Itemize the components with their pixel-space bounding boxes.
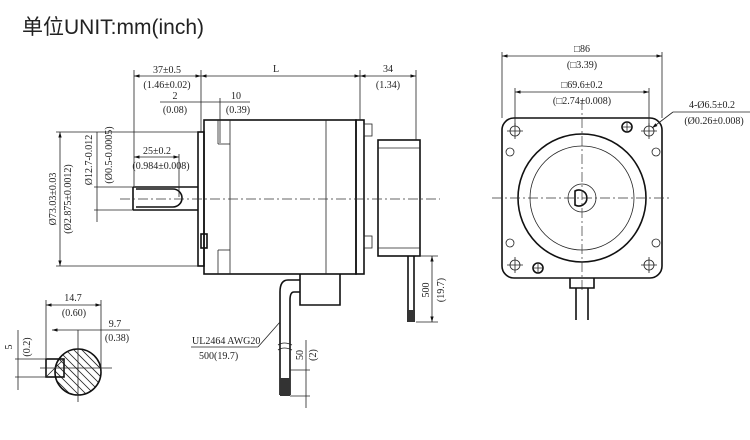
dim-flat: 9.7 (109, 319, 122, 330)
front-view: □86 (□3.39) □69.6±0.2 (□2.74±0.008) 4-Ø6… (492, 44, 750, 320)
unit-title: 单位UNIT:mm(inch) (22, 16, 204, 39)
dim-hole-pitch: □69.6±0.2 (561, 80, 603, 91)
dim-holes-in: (Ø0.26±0.008) (684, 116, 743, 127)
dim-flange-thickness: 2 (173, 91, 178, 102)
dim-lead-length-in: (19.7) (436, 278, 447, 302)
motor-body (203, 119, 357, 275)
dim-boss-in: (0.39) (226, 105, 250, 116)
dim-body-length: L (273, 64, 279, 75)
encoder-cover (377, 139, 421, 257)
dim-flat-in: (0.38) (105, 333, 129, 344)
dim-shaft-length-in: (0.984±0.008) (132, 161, 189, 172)
dim-key: 5 (4, 345, 15, 350)
side-view: 37±0.5 (1.46±0.02) L 34 (1.34) 2 (0.08) … (48, 64, 447, 396)
dim-shaft-diameter: Ø12.7-0.012 (84, 135, 95, 186)
screws (532, 121, 633, 274)
dim-holes: 4-Ø6.5±0.2 (689, 100, 735, 111)
dim-boss: 10 (231, 91, 241, 102)
cable-spec: UL2464 AWG20 (192, 336, 260, 347)
dim-strip-length-in: (2) (308, 349, 319, 361)
dim-section-width: 14.7 (64, 293, 82, 304)
dim-pilot-diameter: Ø73.03±0.03 (48, 173, 59, 226)
dim-rear-length-in: (1.34) (376, 80, 400, 91)
dim-flange-square: □86 (574, 44, 590, 55)
rear-flange (355, 119, 365, 275)
cable-length: 500(19.7) (199, 351, 238, 362)
dim-flange-length: 37±0.5 (153, 65, 181, 76)
cable-annotation: UL2464 AWG20 500(19.7) 50 (2) (191, 321, 319, 408)
dim-flange-thickness-in: (0.08) (163, 105, 187, 116)
dim-lead-length: 500 (421, 283, 432, 298)
dim-pilot-diameter-in: (Ø2.875±0.0012) (63, 164, 74, 233)
shaft (132, 186, 198, 211)
mounting-holes (505, 123, 661, 273)
dim-flange-length-in: (1.46±0.02) (143, 80, 190, 91)
dim-strip-length: 50 (295, 350, 306, 360)
dim-shaft-diameter-in: (Ø0.5-0.0005) (104, 126, 115, 183)
dim-key-in: (0.2) (22, 337, 33, 356)
dim-shaft-length: 25±0.2 (143, 146, 171, 157)
shaft-section: 14.7 (0.60) 9.7 (0.38) 5 (0.2) (4, 293, 130, 402)
dim-flange-square-in: (□3.39) (567, 60, 597, 71)
dim-section-width-in: (0.60) (62, 308, 86, 319)
dim-rear-length: 34 (383, 64, 393, 75)
dim-hole-pitch-in: (□2.74±0.008) (553, 96, 611, 107)
